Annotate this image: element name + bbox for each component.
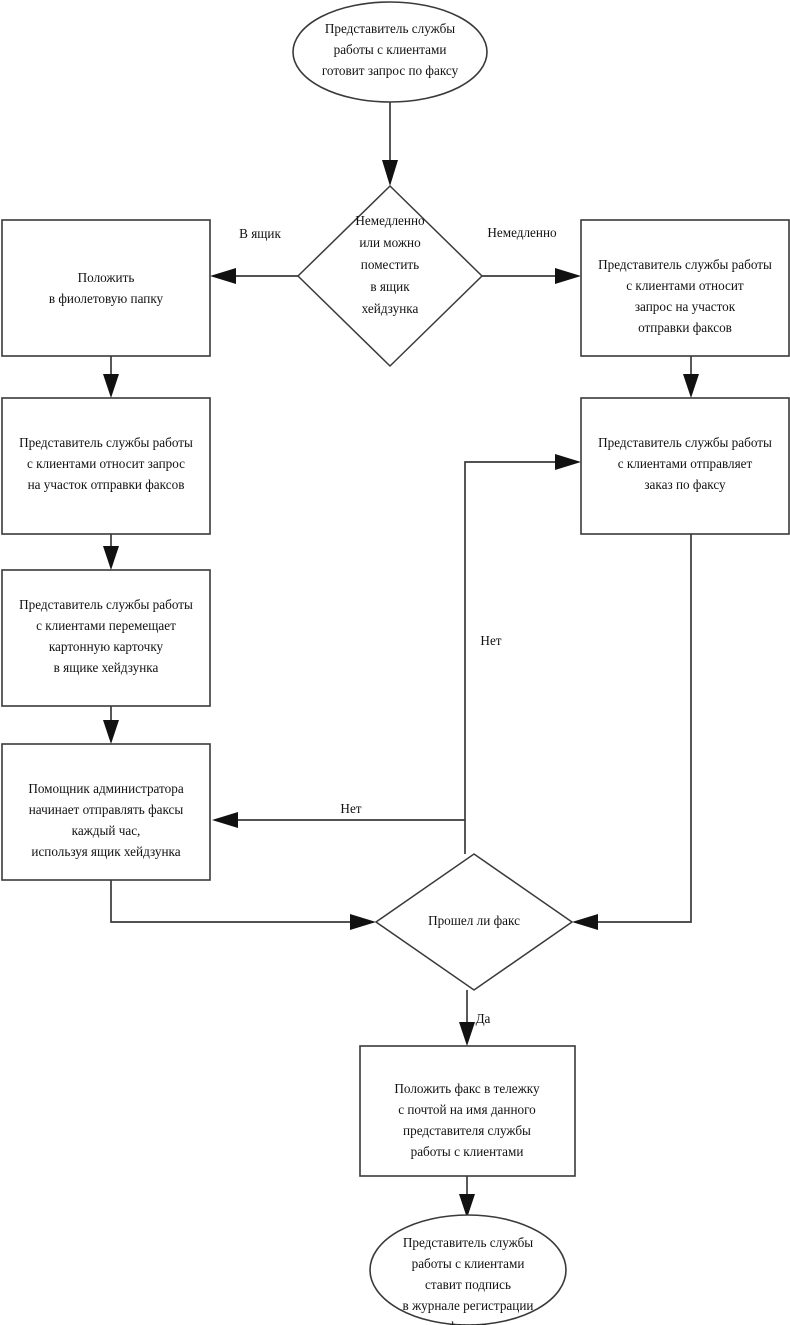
edge-rep-left-to-moves-card [103,534,119,570]
edge-label-net-horizontal: Нет [340,801,361,816]
rep-right-line-3: запрос на участок [635,299,736,314]
node-rep-sends-order[interactable]: Представитель службы работы с клиентами … [580,397,790,535]
rep-right-line-4: отправки факсов [638,320,732,335]
edge-label-layer: В ящик Немедленно Нет Нет Да [239,225,557,1026]
decision-heijunka-line-2: или можно [359,235,421,250]
cart-line-2: с почтой на имя данного [398,1102,536,1117]
purple-folder-box-shape [1,219,211,357]
edge-assistant-to-decision-fax [110,880,376,930]
rep-left-line-3: на участок отправки факсов [28,477,185,492]
start-line-2: работы с клиентами [334,42,447,57]
node-put-fax-in-cart[interactable]: Положить факс в тележку с почтой на имя … [359,1045,576,1177]
cart-line-1: Положить факс в тележку [394,1081,540,1096]
edge-decision-fax-yes-to-cart [459,990,475,1046]
decision-fax-sent-label: Прошел ли факс [428,913,520,928]
node-rep-takes-request-left[interactable]: Представитель службы работы с клиентами … [1,397,211,535]
rep-sends-order-box-shape [580,397,790,535]
node-rep-takes-request-right[interactable]: Представитель службы работы с клиентами … [580,219,790,357]
end-ellipse-shape [369,1214,567,1325]
rep-sends-order-line-1: Представитель службы работы [598,435,772,450]
assistant-line-3: каждый час, [72,823,141,838]
decision-heijunka-line-1: Немедленно [355,213,425,228]
decision-heijunka-line-5: хейдзунка [362,301,419,316]
node-assistant-sends-faxes[interactable]: Помощник администратора начинает отправл… [1,743,211,881]
rep-sends-order-line-2: с клиентами отправляет [618,456,753,471]
rep-moves-card-box-shape [1,569,211,707]
rep-moves-card-line-2: с клиентами перемещает [36,618,176,633]
rep-takes-request-right-box-shape [580,219,790,357]
rep-left-line-2: с клиентами относит запрос [27,456,185,471]
edge-decision-fax-no-to-assistant [212,812,466,854]
decision-heijunka-line-4: в ящик [370,279,410,294]
put-fax-in-cart-box-shape [359,1045,576,1177]
decision-fax-sent-diamond-shape [374,853,574,991]
edge-sends-order-to-decision-fax [572,534,692,930]
edge-moves-card-to-assistant [103,706,119,744]
rep-right-line-2: с клиентами относит [626,278,744,293]
rep-right-line-1: Представитель службы работы [598,257,772,272]
node-decision-fax-sent[interactable]: Прошел ли факс [374,853,574,991]
edge-label-nemedlenno: Немедленно [487,225,557,240]
assistant-line-1: Помощник администратора [28,781,184,796]
edge-label-net-vertical: Нет [480,633,501,648]
end-line-2: работы с клиентами [412,1256,525,1271]
rep-takes-request-left-box-shape [1,397,211,535]
edge-layer [103,102,699,1218]
edge-decision-to-purple-folder [210,268,298,284]
end-line-5: факсов [448,1319,487,1325]
edge-decision-to-rep-right [482,268,581,284]
decision-heijunka-diamond-shape [296,184,484,368]
edge-rep-right-to-sends-order [683,356,699,398]
assistant-line-2: начинает отправлять факсы [29,802,184,817]
rep-moves-card-line-3: картонную карточку [49,639,164,654]
start-ellipse-shape [292,1,488,103]
edge-label-v-yashchik: В ящик [239,226,281,241]
edge-start-to-decision [382,102,398,186]
node-decision-heijunka[interactable]: Немедленно или можно поместить в ящик хе… [296,184,484,368]
assistant-line-4: используя ящик хейдзунка [31,844,180,859]
node-purple-folder[interactable]: Положить в фиолетовую папку [1,219,211,357]
edge-decision-fax-no-to-sends-order [464,454,581,820]
rep-left-line-1: Представитель службы работы [19,435,193,450]
edge-purple-folder-to-rep-left [103,356,119,398]
rep-moves-card-line-1: Представитель службы работы [19,597,193,612]
cart-line-3: представителя службы [403,1123,531,1138]
edge-cart-to-end [459,1176,475,1218]
end-line-3: ставит подпись [425,1277,511,1292]
start-line-3: готовит запрос по факсу [322,63,459,78]
decision-heijunka-line-3: поместить [361,257,419,272]
rep-sends-order-line-3: заказ по факсу [644,477,726,492]
end-line-4: в журнале регистрации [403,1298,534,1313]
end-line-1: Представитель службы [403,1235,533,1250]
start-line-1: Представитель службы [325,21,455,36]
node-start[interactable]: Представитель службы работы с клиентами … [292,1,488,103]
assistant-sends-faxes-box-shape [1,743,211,881]
edge-label-da: Да [476,1011,491,1026]
cart-line-4: работы с клиентами [411,1144,524,1159]
node-end-signs-journal[interactable]: Представитель службы работы с клиентами … [369,1214,567,1325]
rep-moves-card-line-4: в ящике хейдзунка [54,660,159,675]
purple-folder-line-2: в фиолетовую папку [49,291,164,306]
purple-folder-line-1: Положить [78,270,135,285]
node-rep-moves-card[interactable]: Представитель службы работы с клиентами … [1,569,211,707]
